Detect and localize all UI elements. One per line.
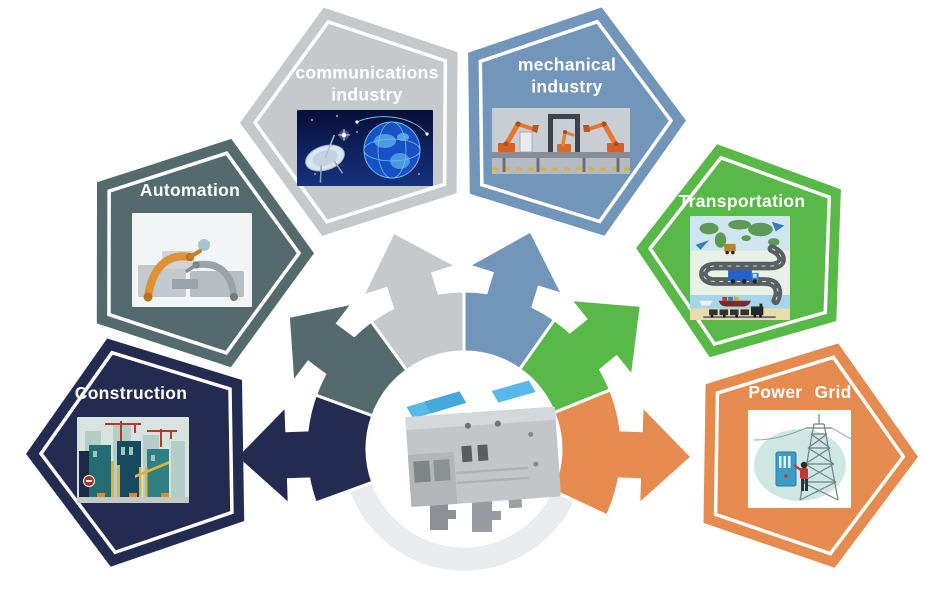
robot-arm-icon [583, 121, 624, 152]
pentagon-inner-border [107, 151, 302, 355]
airplane-icon [695, 221, 785, 250]
stop-sign-icon [83, 475, 95, 487]
construction-image [77, 417, 189, 503]
truck-icon [728, 269, 759, 284]
robot-arm-icon [185, 260, 238, 301]
barrier-icon [97, 493, 169, 497]
scaffold-icon [111, 461, 169, 497]
sector-label-automation: Automation [139, 179, 241, 200]
satellite-dish-icon [305, 134, 345, 183]
blue-lever [424, 391, 467, 414]
arrow-transportation-icon [558, 301, 640, 379]
train-icon [703, 303, 776, 319]
arrow-automation-icon [289, 305, 366, 384]
control-cabinet-icon [519, 131, 533, 153]
building-icon [79, 441, 169, 497]
robot-arm-icon [498, 121, 539, 152]
arrow-communications-icon [365, 234, 453, 323]
gantry-icon [548, 114, 580, 154]
van-icon [724, 243, 736, 255]
globe-icon [363, 121, 421, 179]
mechanical-image [492, 108, 630, 174]
arrow-power-grid-icon [603, 409, 690, 502]
sector-label-transportation: Transportation [678, 190, 806, 211]
arrow-mechanical-icon [472, 232, 560, 322]
din-rail-clip [472, 498, 501, 532]
robot-arm-icon [557, 130, 575, 152]
communications-image [297, 110, 433, 186]
engineer-icon [793, 461, 808, 491]
road-icon [699, 244, 786, 306]
transportation-image [690, 216, 790, 320]
robot-arm-icon [143, 249, 202, 302]
control-panel-icon [775, 451, 797, 487]
cargo-ship-icon [699, 296, 751, 307]
conveyor-icon [492, 152, 630, 158]
pentagon-inner-border [38, 350, 234, 555]
pentagon-inner-border [647, 155, 832, 347]
crane-icon [105, 421, 177, 447]
pentagon-inner-border [252, 19, 448, 224]
automation-image [132, 213, 252, 307]
sector-label-power-grid: Power Grid [748, 381, 852, 402]
blue-lever [491, 380, 536, 403]
terminal-block-image [405, 380, 561, 532]
signal-spark-icon [338, 129, 350, 141]
world-map-icon [699, 219, 780, 248]
pentagon-inner-border [713, 355, 906, 556]
power-grid-image [748, 410, 851, 508]
pentagon-inner-border [478, 19, 674, 224]
sector-label-construction: Construction [74, 382, 188, 403]
sector-label-communications: communications industry [295, 62, 439, 105]
arrow-construction-icon [238, 409, 325, 502]
sector-label-mechanical: mechanical industry [517, 54, 617, 97]
